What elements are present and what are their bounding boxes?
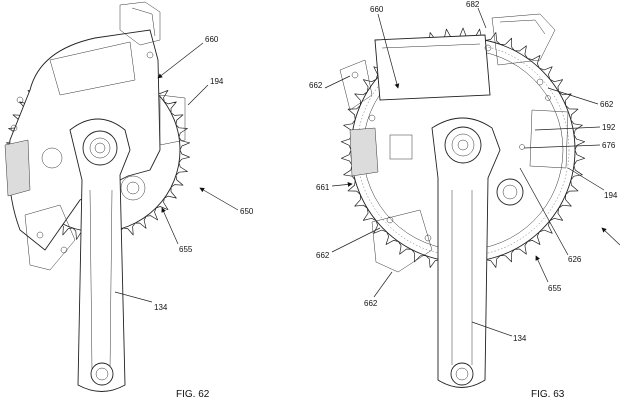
fig63-label-662-bottom: 662 — [364, 299, 378, 308]
fig63-pedal-eye — [450, 362, 474, 386]
fig62-label-660: 660 — [205, 35, 219, 44]
fig63-housing-top — [374, 34, 491, 101]
fig62-label-655: 655 — [179, 245, 193, 254]
fig62-sensor-block — [159, 94, 186, 146]
fig62-label-650: 650 — [240, 207, 254, 216]
fig62-label-194: 194 — [210, 77, 224, 86]
fig62-boss — [41, 147, 63, 169]
fig62-label-134: 134 — [154, 303, 168, 312]
fig63-label-192: 192 — [602, 123, 616, 132]
fig63-label-661: 661 — [316, 183, 330, 192]
fig63-side-module — [349, 127, 379, 177]
fig63-crank-edges — [451, 190, 473, 365]
fig63-spindle-center — [457, 139, 469, 151]
fig62-pedal-boss-outer — [120, 175, 146, 201]
fig63-label-676: 676 — [602, 141, 616, 150]
fig63-pedal-boss-inner — [502, 184, 518, 200]
fig62-battery-cover — [49, 41, 136, 96]
fig62-crank-arm — [69, 118, 131, 392]
fig62-clip-edge — [131, 7, 156, 37]
fig62-bolts — [10, 51, 154, 254]
fig63-label-134: 134 — [513, 334, 527, 343]
fig63-label-660: 660 — [370, 5, 384, 14]
fig62-pedal-eye-inner — [95, 367, 109, 381]
fig63-label-682: 682 — [466, 0, 480, 9]
fig63-spindle-mid — [451, 133, 475, 157]
fig62-pedal-boss-inner — [126, 181, 140, 195]
fig62-top-clip — [119, 1, 161, 46]
fig63-spindle-outer — [444, 126, 482, 164]
fig62-spindle-mid — [89, 137, 111, 159]
fig63-left-clip-upper — [339, 59, 373, 111]
fig63-top-clip-edge — [499, 19, 546, 35]
fig62-crank-edges — [89, 189, 113, 371]
fig63-label-655: 655 — [548, 284, 562, 293]
fig62-drawing — [4, 1, 191, 392]
fig63-caption: FIG. 63 — [531, 389, 565, 400]
fig63-center-block — [389, 134, 413, 160]
fig63-label-662-top: 662 — [309, 81, 323, 90]
fig63-drawing — [339, 13, 586, 388]
fig62-pedal-eye — [90, 362, 114, 386]
fig62-side-module — [4, 139, 31, 197]
fig63-label-626: 626 — [568, 255, 582, 264]
fig63-label-662-left: 662 — [316, 251, 330, 260]
fig63-lower-clip — [371, 209, 433, 273]
fig62-leaders — [114, 42, 239, 303]
fig63-leaders — [324, 7, 620, 337]
fig63-top-clip — [491, 13, 556, 66]
fig62-spindle-outer — [82, 130, 118, 166]
fig63-pedal-eye-inner — [455, 367, 469, 381]
fig63-label-662-right: 662 — [600, 100, 614, 109]
fig63-bolts — [351, 44, 551, 242]
fig62-lower-clip — [24, 204, 76, 271]
fig63-sensor-block — [529, 109, 569, 169]
fig62-spindle-center — [94, 142, 106, 154]
fig63-crank-arm — [431, 117, 501, 388]
fig63-pedal-boss — [496, 178, 524, 206]
fig62-caption: FIG. 62 — [176, 389, 210, 400]
fig63-label-194: 194 — [604, 191, 618, 200]
fig63-housing-edge — [381, 43, 481, 49]
fig62-labels: 660 194 650 655 134 FIG. 62 — [154, 35, 254, 400]
fig63-labels: 660 682 662 662 192 676 194 661 662 626 … — [309, 0, 618, 400]
